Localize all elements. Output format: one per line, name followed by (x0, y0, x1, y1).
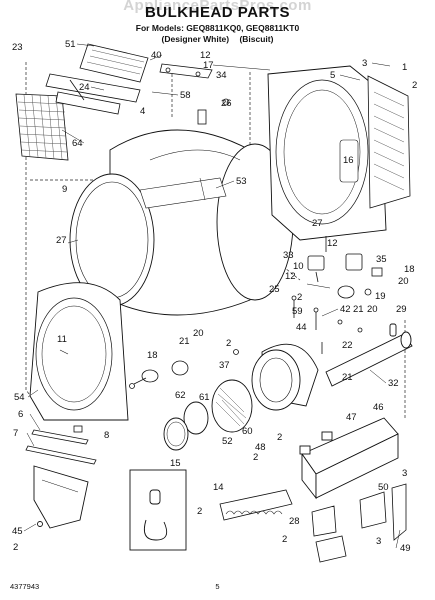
rear-bulkhead (267, 65, 387, 241)
callout-2g: 2 (13, 542, 18, 553)
callout-37: 37 (219, 360, 230, 371)
callout-9: 9 (62, 184, 67, 195)
front-bulkhead (29, 282, 129, 421)
variant-designer-white: (Designer White) (161, 34, 230, 44)
callout-61: 61 (199, 392, 210, 403)
top-bracket (159, 63, 213, 79)
callout-27-right: 27 (312, 218, 323, 229)
callout-47: 47 (346, 412, 357, 423)
callout-12c: 12 (285, 271, 296, 282)
page-number: 5 (215, 582, 220, 591)
callout-33: 33 (283, 250, 294, 261)
top-duct-panel (45, 43, 149, 115)
callout-11: 11 (57, 334, 67, 345)
callout-54: 54 (14, 392, 25, 403)
callout-29: 29 (396, 304, 407, 315)
heater-element (219, 489, 293, 521)
callout-12: 12 (200, 50, 211, 61)
heater-housing (299, 417, 399, 500)
callout-27-left: 27 (56, 235, 67, 246)
callout-34: 34 (216, 70, 227, 81)
callout-3b: 3 (402, 468, 407, 479)
callout-19: 19 (375, 291, 386, 302)
callout-leaders (23, 43, 401, 549)
callout-2: 2 (412, 80, 417, 91)
callout-2b: 2 (297, 292, 302, 303)
callout-21c: 21 (342, 372, 353, 383)
callout-46: 46 (373, 402, 384, 413)
callout-50: 50 (378, 482, 389, 493)
callout-4: 4 (140, 106, 145, 117)
callout-6: 6 (18, 409, 23, 420)
thermostat-bracket (359, 483, 407, 541)
color-variants: (Designer White) (Biscuit) (0, 34, 435, 44)
callout-42: 42 (340, 304, 351, 315)
callout-40: 40 (151, 50, 162, 61)
callout-5: 5 (330, 70, 335, 81)
callout-58: 58 (180, 90, 191, 101)
callout-21: 21 (353, 304, 364, 315)
callout-15: 15 (170, 458, 181, 469)
callout-1: 1 (402, 62, 407, 73)
dryer-drum (69, 129, 294, 316)
small-bracket (311, 505, 347, 563)
callout-2c: 2 (226, 338, 231, 349)
callout-28: 28 (289, 516, 300, 527)
front-seal-parts (25, 425, 97, 465)
callout-49: 49 (400, 543, 411, 554)
callout-14: 14 (213, 482, 224, 493)
callout-3: 3 (362, 58, 367, 69)
callout-18: 18 (404, 264, 415, 275)
callout-64: 64 (72, 138, 83, 149)
lint-duct (33, 465, 89, 529)
callout-45: 45 (12, 526, 23, 537)
callout-2e: 2 (197, 506, 202, 517)
callout-53: 53 (236, 176, 247, 187)
callout-32: 32 (388, 378, 399, 389)
callout-17: 17 (203, 60, 214, 71)
callout-10: 10 (293, 261, 304, 272)
callout-26: 26 (221, 98, 232, 109)
callout-23: 23 (12, 42, 23, 53)
callout-labels: 23 51 40 12 17 3 1 34 5 2 24 58 4 26 64 … (12, 39, 417, 554)
callout-52: 52 (222, 436, 233, 447)
callout-20b: 20 (367, 304, 378, 315)
diagram-title: BULKHEAD PARTS (144, 4, 291, 21)
idler-pulley-parts (129, 349, 239, 389)
callout-12b: 12 (327, 238, 338, 249)
callout-8: 8 (104, 430, 109, 441)
callout-35: 35 (376, 254, 387, 265)
callout-25: 25 (269, 284, 280, 295)
variant-biscuit: (Biscuit) (239, 34, 274, 44)
callout-2h: 2 (282, 534, 287, 545)
wire-harness-kit (129, 469, 187, 551)
callout-22: 22 (342, 340, 353, 351)
callout-2f: 2 (253, 452, 258, 463)
callout-16: 16 (343, 155, 354, 166)
models-line: For Models: GEQ8811KQ0, GEQ8811KT0 (135, 23, 300, 33)
thermal-fuse-parts (307, 236, 383, 299)
callout-60: 60 (242, 426, 253, 437)
exhaust-duct (325, 323, 413, 387)
callout-20c: 20 (193, 328, 204, 339)
callout-62: 62 (175, 390, 186, 401)
callout-2d: 2 (277, 432, 282, 443)
heater-shield (367, 75, 411, 209)
drum-support-clip (197, 98, 230, 125)
callout-51: 51 (65, 39, 76, 50)
part-document-number: 4377943 (10, 582, 40, 591)
callout-21b: 21 (179, 336, 190, 347)
callout-18b: 18 (147, 350, 158, 361)
callout-7: 7 (13, 428, 18, 439)
callout-59: 59 (292, 306, 303, 317)
blower-assembly (163, 343, 319, 451)
lint-screen (15, 93, 69, 161)
callout-24: 24 (79, 82, 90, 93)
callout-3c: 3 (376, 536, 381, 547)
callout-48: 48 (255, 442, 266, 453)
callout-44: 44 (296, 322, 307, 333)
watermark: AppliancePartsPros.com (123, 0, 312, 14)
callout-20: 20 (398, 276, 409, 287)
